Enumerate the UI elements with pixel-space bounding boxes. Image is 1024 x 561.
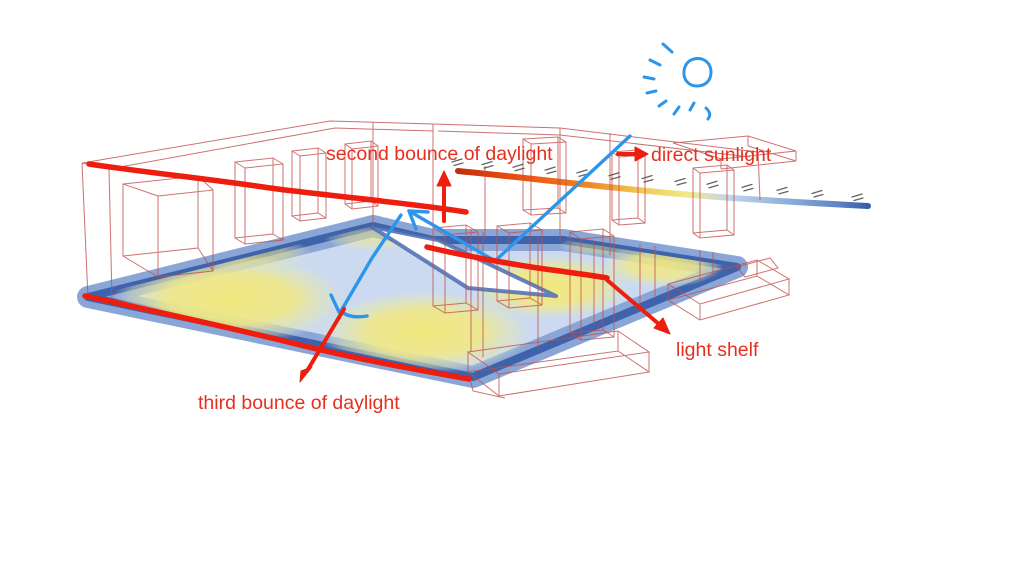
direct-sunlight-arrowhead [634, 146, 649, 162]
light-shelf-falsecolor-band [455, 168, 871, 209]
sun-icon [642, 42, 713, 121]
building-wireframe [81, 120, 797, 399]
annotation-labels: second bounce of daylight direct sunligh… [198, 143, 772, 414]
label-second-bounce: second bounce of daylight [326, 143, 553, 165]
window-frame [122, 175, 214, 278]
scale-mark-labels [451, 158, 864, 202]
exterior-shelf-slab [466, 330, 651, 397]
label-direct-sunlight: direct sunlight [651, 144, 772, 166]
interior-frame [496, 222, 543, 309]
direct-sunlight-ray [493, 134, 632, 263]
exterior-shelf-slab [666, 259, 791, 321]
red-marker-annotations [82, 146, 671, 383]
window-frame [522, 136, 567, 216]
light-shelf-leader [605, 278, 662, 327]
window-frame [291, 147, 327, 222]
third-bounce-ray [339, 213, 403, 313]
light-shelf-marker-line [424, 244, 610, 281]
floor-front-marker-line [82, 293, 472, 382]
ceiling-marker-line [86, 161, 469, 215]
second-bounce-ray [407, 209, 497, 263]
window-frame [234, 157, 284, 245]
third-bounce-leader [305, 307, 346, 373]
interior-frame [432, 224, 479, 314]
second-bounce-arrowhead [436, 170, 452, 187]
label-third-bounce: third bounce of daylight [198, 392, 400, 414]
window-frame [692, 164, 735, 239]
interior-frame [569, 228, 615, 341]
floor-gap-white [370, 225, 558, 298]
third-bounce-arrowhead [299, 366, 313, 383]
second-bounce-ray-arrowhead [407, 209, 430, 231]
light-shelf-arrowhead [653, 317, 671, 335]
label-light-shelf: light shelf [676, 339, 759, 361]
